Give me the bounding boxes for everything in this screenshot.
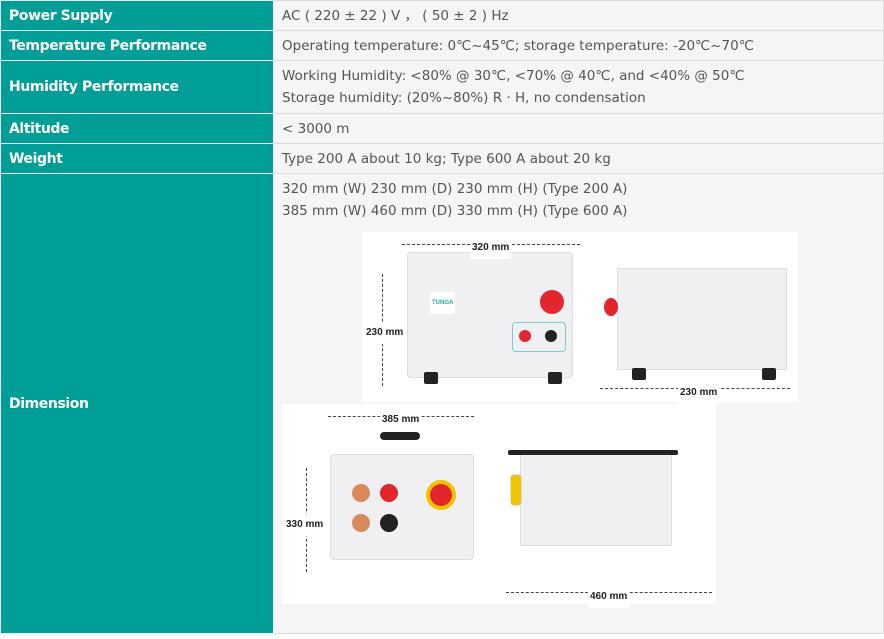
table-row: Dimension 320 mm (W) 230 mm (D) 230 mm (…: [0, 173, 884, 634]
table-row: Weight Type 200 A about 10 kg; Type 600 A…: [0, 143, 884, 174]
row-label: Weight: [0, 143, 274, 174]
row-value: < 3000 m: [282, 120, 350, 137]
row-value: 320 mm (W) 230 mm (D) 230 mm (H) (Type 2…: [282, 181, 628, 197]
row-label: Power Supply: [0, 0, 274, 31]
row-value: AC ( 220 ± 22 ) V ， ( 50 ± 2 ) Hz: [282, 7, 509, 24]
table-row: Power Supply AC ( 220 ± 22 ) V ， ( 50 ± 2…: [0, 0, 884, 31]
row-value: Operating temperature: 0℃~45℃; storage t…: [282, 37, 754, 54]
row-label: Dimension: [0, 173, 274, 634]
row-label: Altitude: [0, 113, 274, 144]
table-row: Humidity Performance Working Humidity: <8…: [0, 60, 884, 114]
row-value: Storage humidity: (20%~80%) R · H, no co…: [282, 90, 646, 106]
row-value: 385 mm (W) 460 mm (D) 330 mm (H) (Type 6…: [282, 203, 628, 219]
row-label: Temperature Performance: [0, 30, 274, 61]
row-label: Humidity Performance: [0, 60, 274, 114]
row-value: Type 200 A about 10 kg; Type 600 A about…: [282, 150, 611, 167]
type600-image: 385 mm 330 mm 460 mm: [282, 404, 716, 608]
table-row: Altitude < 3000 m: [0, 113, 884, 144]
table-row: Temperature Performance Operating tempera…: [0, 30, 884, 61]
row-value: Working Humidity: <80% @ 30℃, <70% @ 40℃…: [282, 68, 745, 84]
dimension-figure: TUNGA 320 mm 230 mm 230 mm 385 mm 330 mm…: [274, 222, 875, 628]
type200-image: TUNGA 320 mm 230 mm 230 mm: [362, 232, 798, 404]
